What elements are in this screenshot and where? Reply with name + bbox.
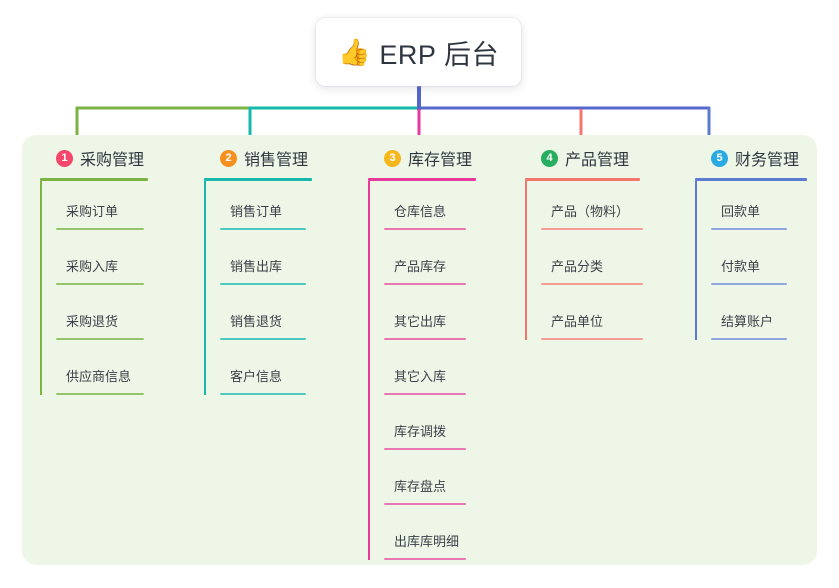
branch-spine	[204, 181, 206, 395]
leaf-node-label: 库存盘点	[394, 479, 447, 494]
leaf-node[interactable]: 供应商信息	[40, 369, 144, 395]
leaf-node-label: 其它入库	[394, 369, 447, 384]
leaf-node-underline	[711, 338, 787, 340]
leaf-node-underline	[541, 283, 643, 285]
leaf-node[interactable]: 付款单	[695, 259, 787, 285]
leaf-node[interactable]: 仓库信息	[368, 204, 466, 230]
leaf-node-label: 仓库信息	[394, 204, 447, 219]
leaf-node-underline	[56, 283, 144, 285]
leaf-node-underline	[384, 503, 466, 505]
branch-number-badge: 2	[220, 149, 237, 167]
leaf-node[interactable]: 产品分类	[525, 259, 643, 285]
diagram-panel	[22, 135, 817, 565]
leaf-node[interactable]: 销售退货	[204, 314, 306, 340]
leaf-node[interactable]: 其它入库	[368, 369, 466, 395]
leaf-node-underline	[711, 228, 787, 230]
branch-header-5[interactable]: 5 财务管理	[695, 145, 807, 171]
leaf-node[interactable]: 采购订单	[40, 204, 144, 230]
leaf-node-label: 产品库存	[394, 259, 447, 274]
leaf-node-underline	[384, 448, 466, 450]
leaf-node-underline	[56, 228, 144, 230]
branch-number-badge: 4	[541, 149, 558, 167]
leaf-node-underline	[220, 283, 306, 285]
branch-spine	[525, 181, 527, 340]
leaf-node[interactable]: 采购退货	[40, 314, 144, 340]
branch-header-3[interactable]: 3 库存管理	[368, 145, 476, 171]
thumbs-up-icon: 👍	[338, 37, 371, 67]
leaf-node-label: 结算账户	[721, 314, 774, 329]
branch-header-label: 产品管理	[565, 152, 630, 169]
branch-number-badge: 1	[56, 149, 73, 167]
branch-header-underline	[204, 178, 312, 181]
leaf-node-label: 产品分类	[551, 259, 604, 274]
branch-column-2: 2 销售管理销售订单销售出库销售退货客户信息	[204, 145, 312, 395]
leaf-node-underline	[384, 228, 466, 230]
branch-column-4: 4 产品管理产品（物料） 产品分类产品单位	[525, 145, 643, 340]
branch-header-1[interactable]: 1 采购管理	[40, 145, 148, 171]
leaf-node-label: 其它出库	[394, 314, 447, 329]
leaf-node-label: 库存调拨	[394, 424, 447, 439]
branch-header-2[interactable]: 2 销售管理	[204, 145, 312, 171]
root-node-title-card[interactable]: 👍 ERP 后台	[316, 18, 521, 86]
leaf-node-underline	[220, 393, 306, 395]
leaf-node-underline	[384, 393, 466, 395]
leaf-node[interactable]: 库存调拨	[368, 424, 466, 450]
leaf-node-underline	[384, 338, 466, 340]
leaf-node-label: 采购订单	[66, 204, 119, 219]
branch-header-underline	[368, 178, 476, 181]
leaf-node-underline	[384, 283, 466, 285]
leaf-node-label: 产品单位	[551, 314, 604, 329]
leaf-node-underline	[384, 558, 466, 560]
leaf-node[interactable]: 产品（物料）	[525, 204, 643, 230]
branch-header-label: 财务管理	[735, 152, 800, 169]
leaf-node-label: 销售订单	[230, 204, 283, 219]
leaf-node-label: 采购入库	[66, 259, 119, 274]
leaf-node[interactable]: 销售出库	[204, 259, 306, 285]
leaf-node-label: 销售出库	[230, 259, 283, 274]
branch-header-4[interactable]: 4 产品管理	[525, 145, 640, 171]
leaf-node[interactable]: 其它出库	[368, 314, 466, 340]
leaf-node-label: 销售退货	[230, 314, 283, 329]
leaf-node-underline	[541, 228, 643, 230]
branch-header-underline	[695, 178, 807, 181]
leaf-node[interactable]: 客户信息	[204, 369, 306, 395]
leaf-node-label: 产品（物料）	[551, 204, 630, 219]
leaf-node[interactable]: 产品库存	[368, 259, 466, 285]
page-title: ERP 后台	[379, 39, 499, 70]
branch-column-3: 3 库存管理仓库信息产品库存其它出库其它入库库存调拨库存盘点出库库明细	[368, 145, 476, 560]
leaf-node-underline	[56, 338, 144, 340]
branch-spine	[695, 181, 697, 340]
leaf-node-underline	[711, 283, 787, 285]
leaf-node-underline	[220, 228, 306, 230]
leaf-node-label: 出库库明细	[394, 534, 460, 549]
branch-column-1: 1 采购管理采购订单采购入库采购退货供应商信息	[40, 145, 148, 395]
branch-header-label: 销售管理	[244, 152, 309, 169]
leaf-node[interactable]: 回款单	[695, 204, 787, 230]
leaf-node-label: 采购退货	[66, 314, 119, 329]
branch-column-5: 5 财务管理回款单付款单结算账户	[695, 145, 807, 340]
leaf-node[interactable]: 产品单位	[525, 314, 643, 340]
branch-spine	[368, 181, 370, 560]
leaf-node[interactable]: 销售订单	[204, 204, 306, 230]
leaf-node[interactable]: 出库库明细	[368, 534, 466, 560]
leaf-node-label: 付款单	[721, 259, 761, 274]
leaf-node[interactable]: 库存盘点	[368, 479, 466, 505]
leaf-node-label: 供应商信息	[66, 369, 132, 384]
leaf-node[interactable]: 采购入库	[40, 259, 144, 285]
branch-number-badge: 5	[711, 149, 728, 167]
branch-header-underline	[40, 178, 148, 181]
leaf-node-underline	[220, 338, 306, 340]
branch-header-underline	[525, 178, 640, 181]
leaf-node-label: 客户信息	[230, 369, 283, 384]
leaf-node-underline	[541, 338, 643, 340]
branch-header-label: 库存管理	[408, 152, 473, 169]
leaf-node-underline	[56, 393, 144, 395]
leaf-node[interactable]: 结算账户	[695, 314, 787, 340]
branch-spine	[40, 181, 42, 395]
branch-header-label: 采购管理	[80, 152, 145, 169]
leaf-node-label: 回款单	[721, 204, 761, 219]
branch-number-badge: 3	[384, 149, 401, 167]
